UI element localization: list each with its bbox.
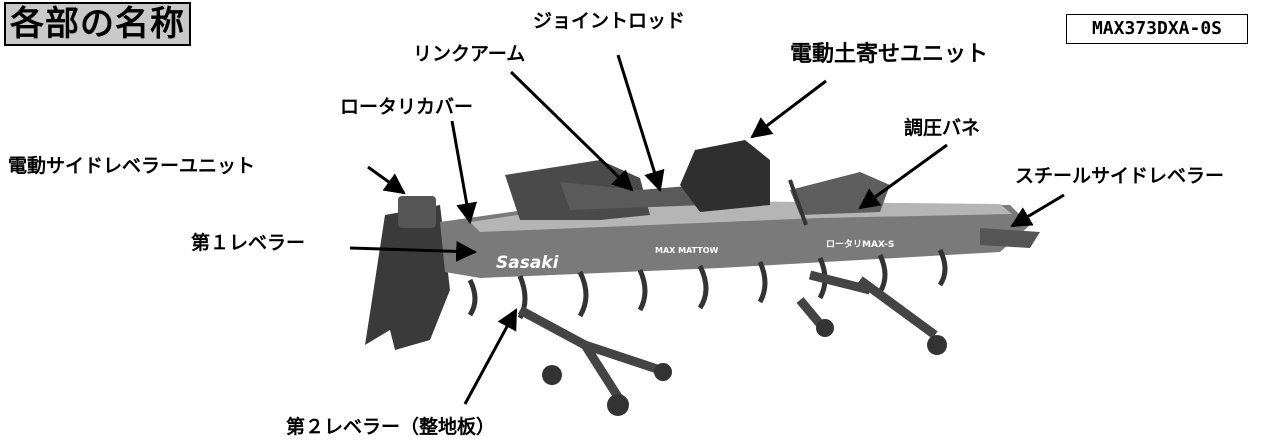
- label-electric-ridger: 電動土寄せユニット: [790, 42, 989, 67]
- caster-wheel: [607, 394, 629, 416]
- label-leveler-1: 第１レベラー: [191, 232, 306, 254]
- arrow-leveler-1: [349, 240, 478, 262]
- arrow-link-arm: [509, 70, 634, 192]
- caster-wheel: [654, 363, 672, 381]
- label-spring: 調圧バネ: [904, 117, 981, 139]
- caster-wheel: [816, 319, 834, 337]
- model-number-box: MAX373DXA-0S: [1066, 14, 1248, 44]
- arrow-steel-side-leveler: [1010, 193, 1065, 228]
- right-side-leveler: [980, 228, 1040, 248]
- ridger-unit-shape: [680, 140, 770, 212]
- label-joint-rod: ジョイントロッド: [533, 10, 686, 32]
- stand-legs: [517, 270, 938, 403]
- right-arm-shape: [790, 172, 890, 215]
- plate-text: MAX MATTOW: [655, 246, 719, 255]
- spring-rod: [788, 179, 808, 226]
- page-title: 各部の名称: [4, 2, 191, 46]
- arrow-leveler-2: [463, 308, 518, 405]
- link-arm-shape: [560, 182, 705, 210]
- label-leveler-2: 第２レベラー（整地板）: [286, 416, 496, 438]
- label-steel-side-leveler: スチールサイドレベラー: [1015, 165, 1225, 187]
- label-electric-side-leveler: 電動サイドレベラーユニット: [8, 155, 256, 177]
- rotary-tiller-illustration: Sasaki MAX MATTOW ロータリMAX-S: [365, 140, 1040, 416]
- arrow-joint-rod: [616, 54, 665, 193]
- arrow-electric-side-leveler: [367, 165, 406, 195]
- left-motor-box: [398, 196, 436, 228]
- left-side-leveler-unit: [365, 205, 450, 350]
- plate-text-2: ロータリMAX-S: [826, 238, 894, 250]
- label-link-arm: リンクアーム: [413, 43, 526, 65]
- brand-logo: Sasaki: [496, 253, 560, 273]
- arrow-rotary-cover: [450, 120, 478, 225]
- arrow-electric-ridger: [750, 79, 827, 139]
- arrow-spring: [858, 143, 948, 210]
- caster-wheel: [927, 335, 947, 355]
- caster-wheel: [542, 365, 562, 385]
- label-rotary-cover: ロータリカバー: [340, 96, 474, 118]
